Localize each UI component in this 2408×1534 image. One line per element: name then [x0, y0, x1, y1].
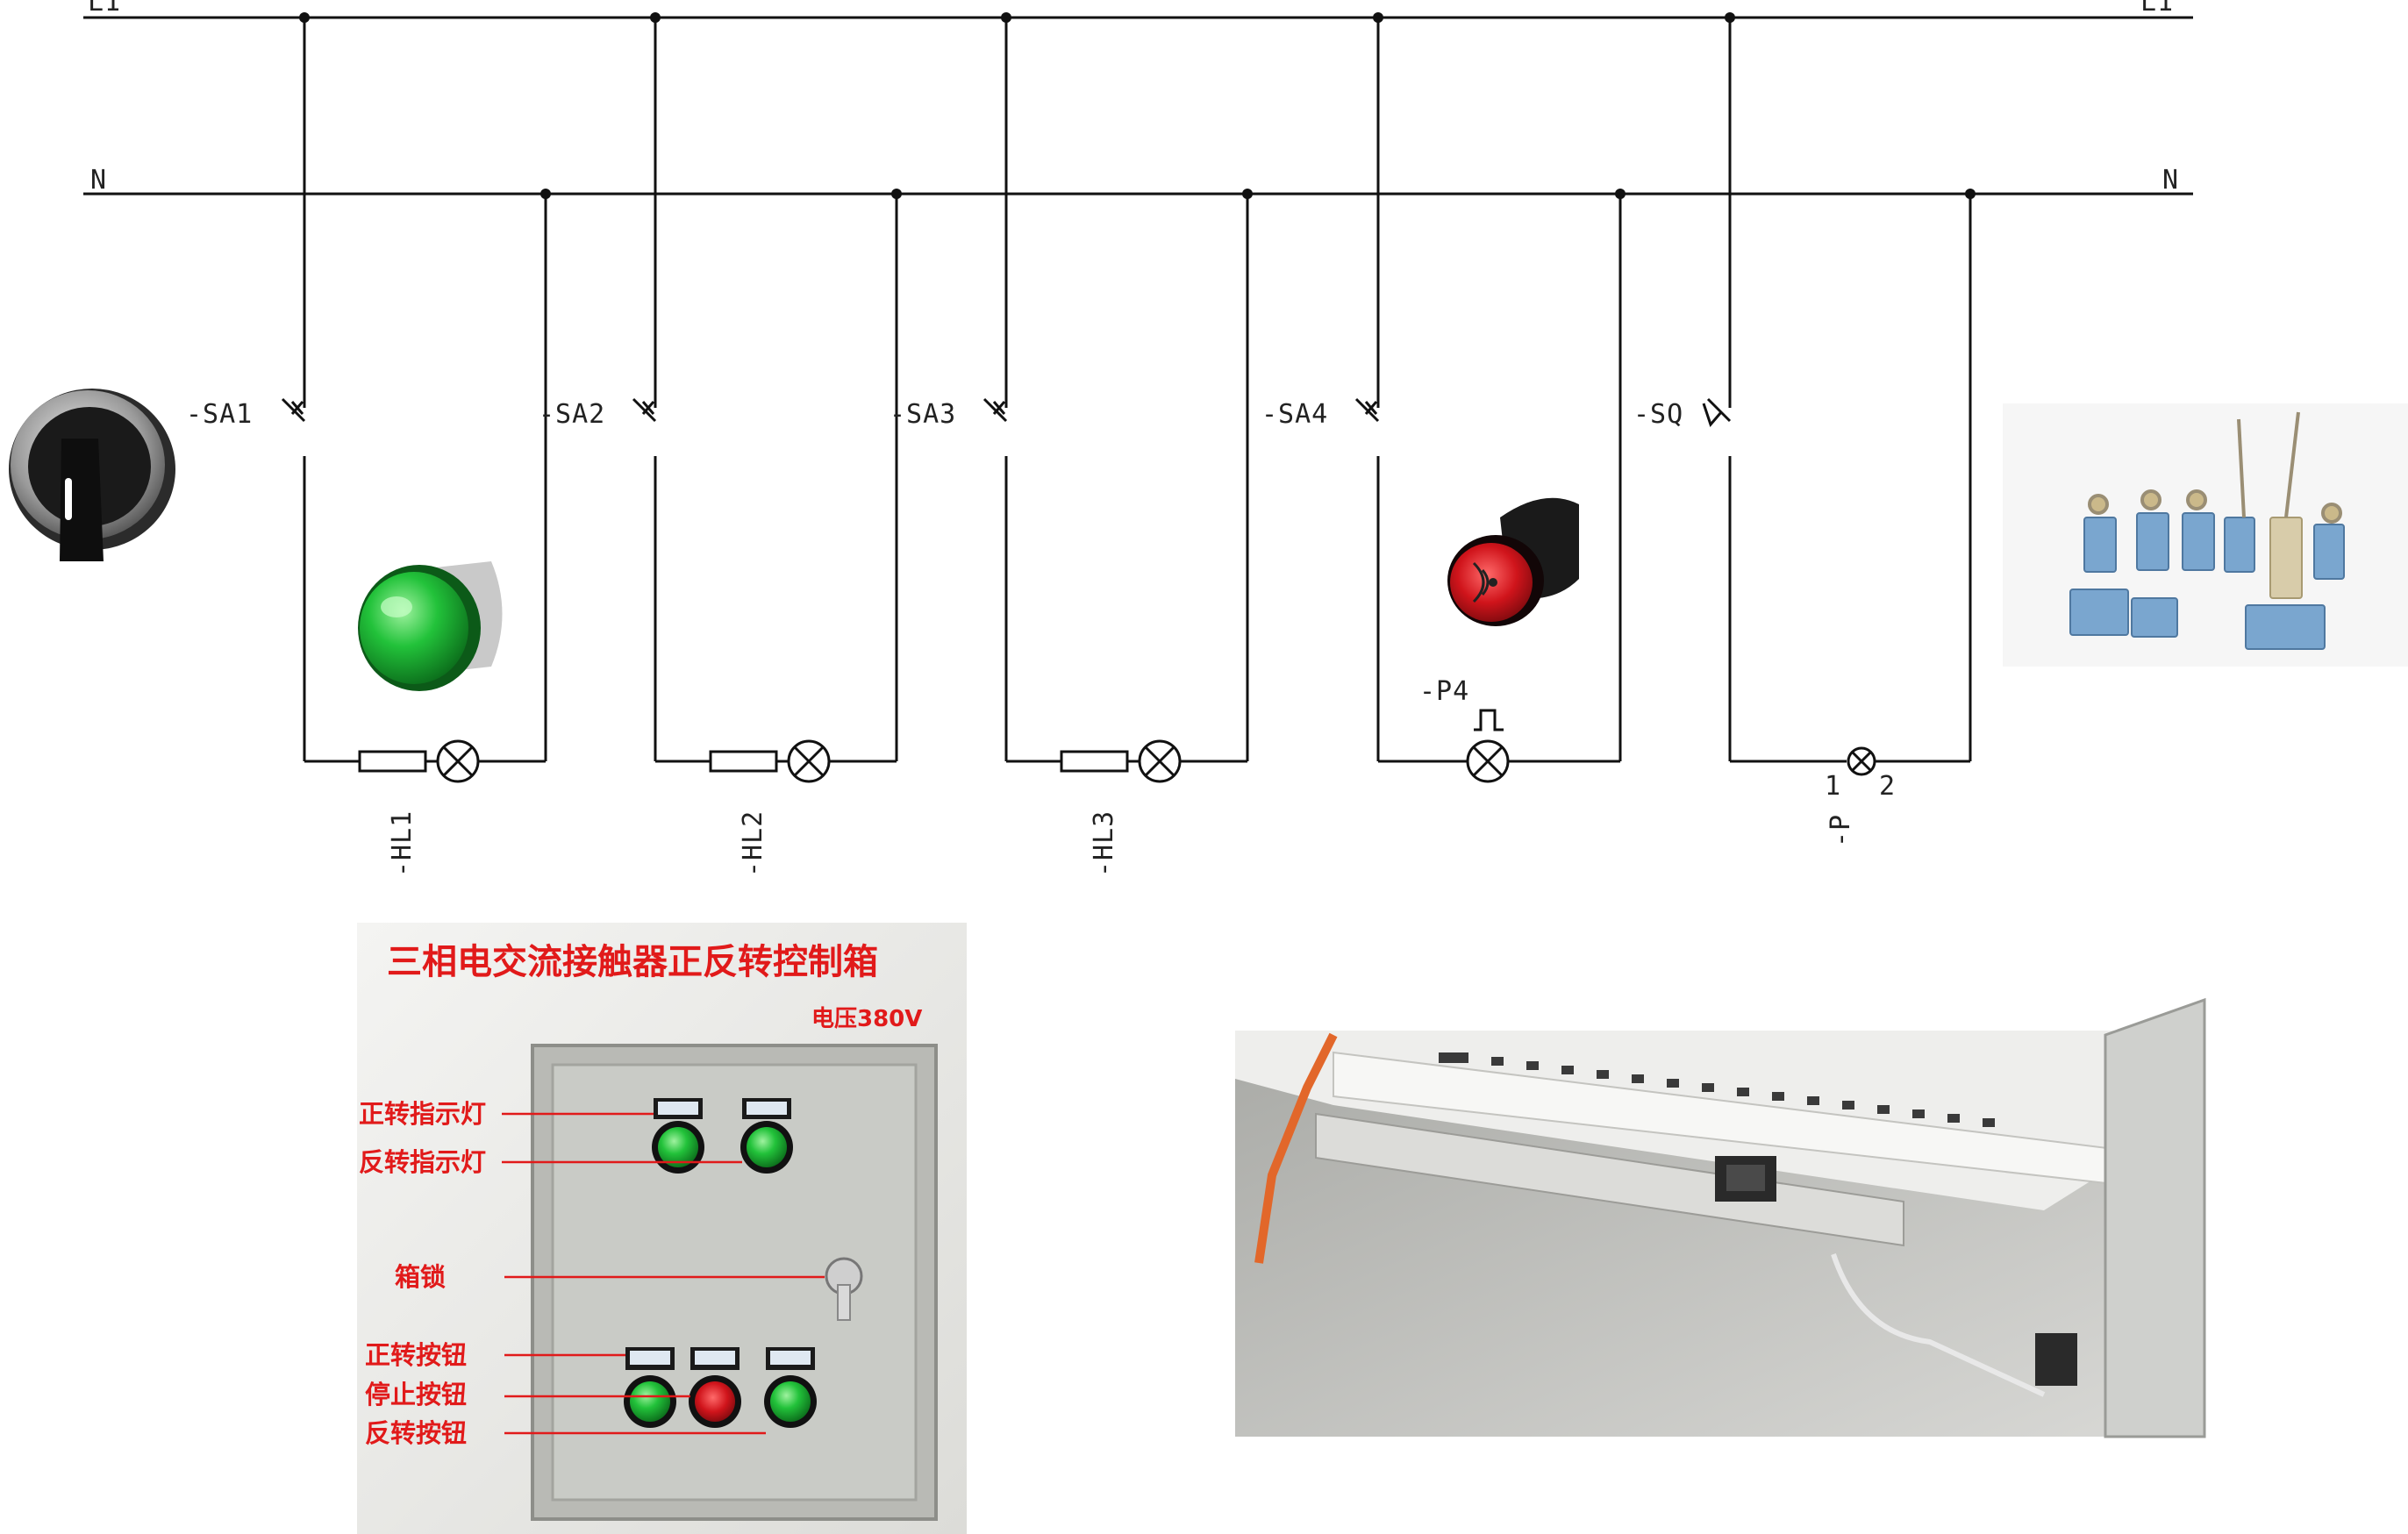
junction-dot — [1242, 189, 1253, 199]
label-reverse-indicator: 反转指示灯 — [359, 1147, 486, 1177]
junction-dot — [540, 189, 551, 199]
junction-dot — [1725, 12, 1735, 23]
pin-1-label: 1 — [1825, 771, 1841, 802]
junction-dot — [1615, 189, 1626, 199]
bus-lines — [83, 16, 2193, 196]
label-forward-indicator: 正转指示灯 — [359, 1099, 486, 1129]
switch-sa3-label: -SA3 — [890, 399, 956, 430]
lamp-hl3-label: -HL3 — [1089, 810, 1119, 877]
selector-switch-photo — [9, 389, 175, 561]
circuit-4 — [1354, 18, 1622, 783]
cabinet-interior-photo — [1235, 997, 2206, 1438]
lamp-hl2-label: -HL2 — [738, 810, 768, 877]
circuit-5 — [1702, 18, 1972, 776]
box-title: 三相电交流接触器正反转控制箱 — [387, 942, 878, 982]
circuit-3 — [982, 18, 1249, 783]
bus-n-right-label: N — [2162, 165, 2179, 196]
circuit-1 — [281, 18, 547, 783]
label-forward-button: 正转按钮 — [365, 1340, 467, 1370]
lamp-p-label: -P — [1826, 814, 1856, 847]
switch-sa1-label: -SA1 — [186, 399, 253, 430]
junction-dot — [1001, 12, 1011, 23]
buzzer-p4-label: -P4 — [1419, 676, 1469, 707]
control-box-photo: 三相电交流接触器正反转控制箱 电压380V — [357, 923, 967, 1534]
box-voltage: 电压380V — [811, 1006, 922, 1032]
junction-dot — [1965, 189, 1976, 199]
junction-dot — [650, 12, 661, 23]
pin-2-label: 2 — [1879, 771, 1896, 802]
switch-sa2-label: -SA2 — [539, 399, 605, 430]
label-box-lock: 箱锁 — [395, 1262, 446, 1292]
lamp-hl1-label: -HL1 — [387, 810, 418, 877]
red-buzzer-photo — [1447, 497, 1579, 626]
green-pilot-lamp-photo — [358, 561, 503, 691]
circuit-2 — [632, 18, 898, 783]
switch-sq-label: -SQ — [1633, 399, 1683, 430]
label-reverse-button: 反转按钮 — [365, 1418, 467, 1448]
junction-dot — [299, 12, 310, 23]
switch-sa4-label: -SA4 — [1261, 399, 1328, 430]
label-stop-button: 停止按钮 — [365, 1380, 467, 1409]
junction-dot — [891, 189, 902, 199]
bus-l1-right-label: L1 — [2140, 0, 2174, 18]
bus-n-left-label: N — [90, 165, 107, 196]
bus-l1-left-label: L1 — [88, 0, 121, 18]
junction-dot — [1373, 12, 1383, 23]
limit-switch-photo — [2003, 403, 2408, 667]
